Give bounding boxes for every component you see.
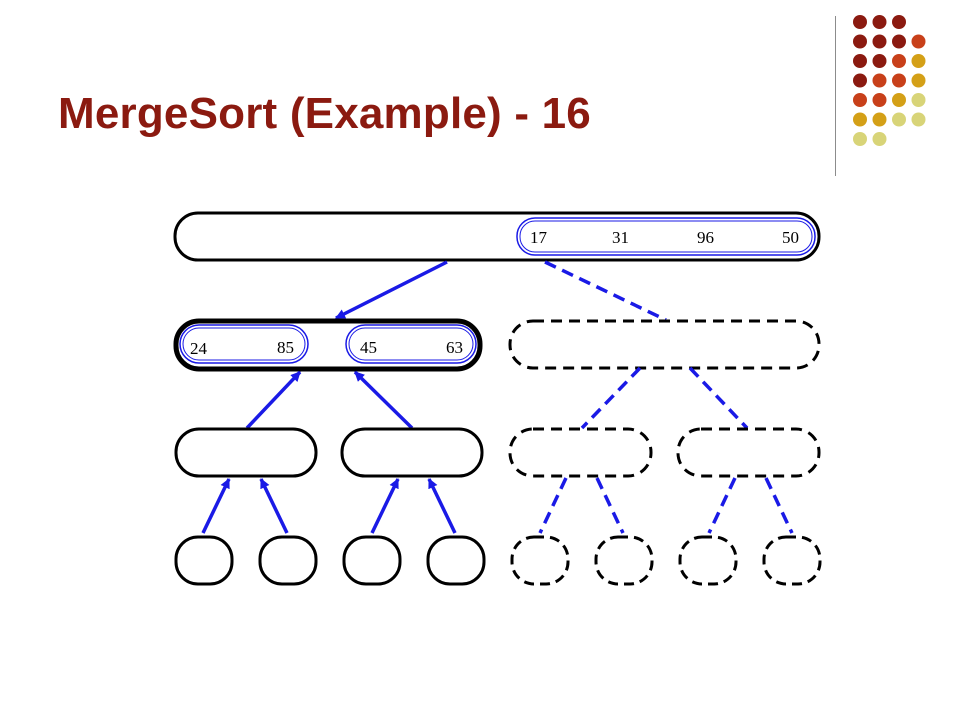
level2-node [174, 427, 318, 478]
level1-value: 85 [277, 338, 294, 357]
level2-node [676, 427, 821, 478]
root-value: 50 [782, 228, 799, 247]
leaf-node [594, 535, 654, 586]
decorative-dot [911, 54, 926, 68]
leaf-node [258, 535, 318, 586]
level1-value: 63 [446, 338, 463, 357]
merged-run-capsule [345, 324, 477, 364]
decorative-dot [892, 93, 906, 107]
slide-title: MergeSort (Example) - 16 [58, 89, 591, 138]
decorative-dot [892, 54, 906, 68]
decorative-dot [872, 73, 887, 88]
level1-node-left: 24 85 45 63 [173, 318, 483, 372]
decorative-dot [853, 15, 867, 29]
edge-pending [688, 366, 749, 430]
edge-pending [538, 477, 568, 534]
edge-return-arrow [335, 260, 448, 320]
edge-return-arrow [201, 478, 231, 534]
root-sequence-capsule [516, 217, 816, 256]
edge-return-arrow [353, 370, 414, 430]
leaf-node [426, 535, 486, 586]
decorative-dot [853, 54, 867, 68]
decorative-dot [872, 112, 887, 127]
decorative-dot [872, 54, 887, 68]
decorative-dot [892, 73, 906, 88]
decorative-dot [892, 112, 906, 127]
root-value: 17 [530, 228, 548, 247]
decorative-dot [853, 34, 867, 49]
edge-return-arrow [245, 370, 302, 430]
decorative-dot [853, 73, 867, 88]
leaf-node [678, 535, 738, 586]
decorative-dot [853, 93, 867, 107]
decorative-dot [911, 34, 926, 49]
leaf-node [762, 535, 822, 586]
title-divider [835, 16, 836, 176]
decorative-dot [872, 15, 887, 29]
level1-value: 45 [360, 338, 377, 357]
edge-pending [595, 477, 625, 534]
edge-pending [764, 477, 794, 534]
decorative-dot [872, 93, 887, 107]
decorative-dot [911, 93, 926, 107]
decorative-dot [853, 112, 867, 127]
level1-value: 24 [190, 339, 208, 358]
leaf-node [342, 535, 402, 586]
edge-return-arrow [259, 478, 289, 534]
decorative-dot [911, 112, 926, 127]
decorative-dot [872, 34, 887, 49]
level2-node [340, 427, 484, 478]
decorative-dot [892, 15, 906, 29]
root-node: 17 31 96 50 [173, 211, 821, 262]
edge-pending [580, 366, 642, 430]
decorative-dot [872, 132, 887, 146]
decorative-dot-grid [853, 15, 926, 146]
leaf-node [510, 535, 570, 586]
decorative-dot [911, 73, 926, 88]
edge-return-arrow [370, 478, 400, 534]
leaf-node [174, 535, 234, 586]
edge-pending [544, 260, 667, 322]
merged-run-capsule [179, 324, 309, 364]
decorative-dot [892, 34, 906, 49]
edge-return-arrow [427, 478, 457, 534]
level2-node [508, 427, 653, 478]
root-value: 96 [697, 228, 714, 247]
root-value: 31 [612, 228, 629, 247]
edge-pending [707, 477, 737, 534]
decorative-dot [853, 132, 867, 146]
level1-node-right [508, 319, 821, 370]
